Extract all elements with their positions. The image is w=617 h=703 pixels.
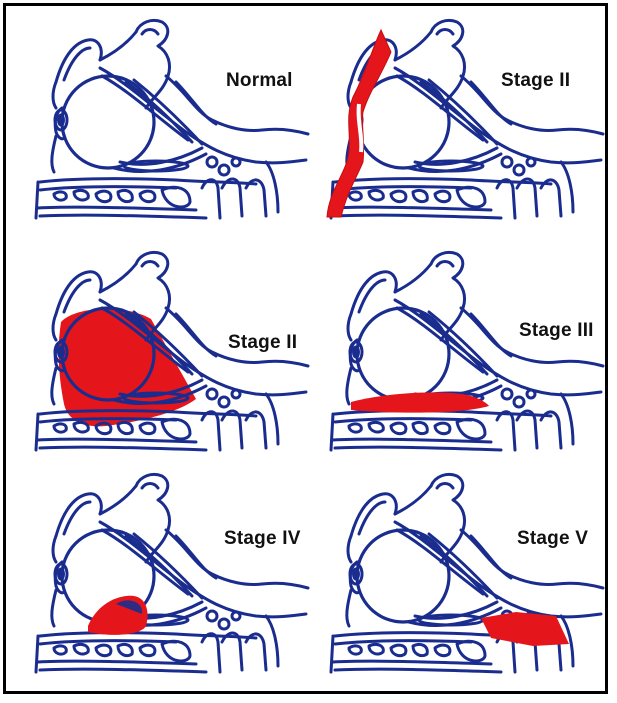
orbit-diagram	[311, 244, 611, 474]
orbit-diagram	[16, 244, 316, 474]
panel-stage-sinus: Stage V	[311, 466, 611, 696]
panel-stage-preseptal: Stage II	[311, 12, 611, 242]
cavernous-sinus-lesion	[481, 612, 569, 646]
panel-stage-subperiosteal: Stage III	[311, 244, 611, 474]
orbit-diagram	[311, 466, 611, 696]
orbit-diagram	[16, 12, 316, 242]
orbit-diagram	[311, 12, 611, 242]
panel-normal: Normal	[16, 12, 316, 242]
panel-label: Normal	[226, 70, 293, 92]
panel-label: Stage II	[228, 332, 297, 354]
panel-label: Stage IV	[224, 528, 301, 550]
panel-label: Stage III	[519, 320, 594, 342]
subperiosteal-lesion	[351, 392, 489, 412]
figure-frame: Normal Stage II Stage II Stage III	[3, 3, 608, 694]
panel-label: Stage V	[517, 528, 588, 550]
panel-stage-abscess: Stage IV	[16, 466, 316, 696]
panel-stage-orbital: Stage II	[16, 244, 316, 474]
orbit-diagram	[16, 466, 316, 696]
panel-label: Stage II	[501, 70, 570, 92]
orbital-abscess-lesion	[88, 596, 148, 635]
